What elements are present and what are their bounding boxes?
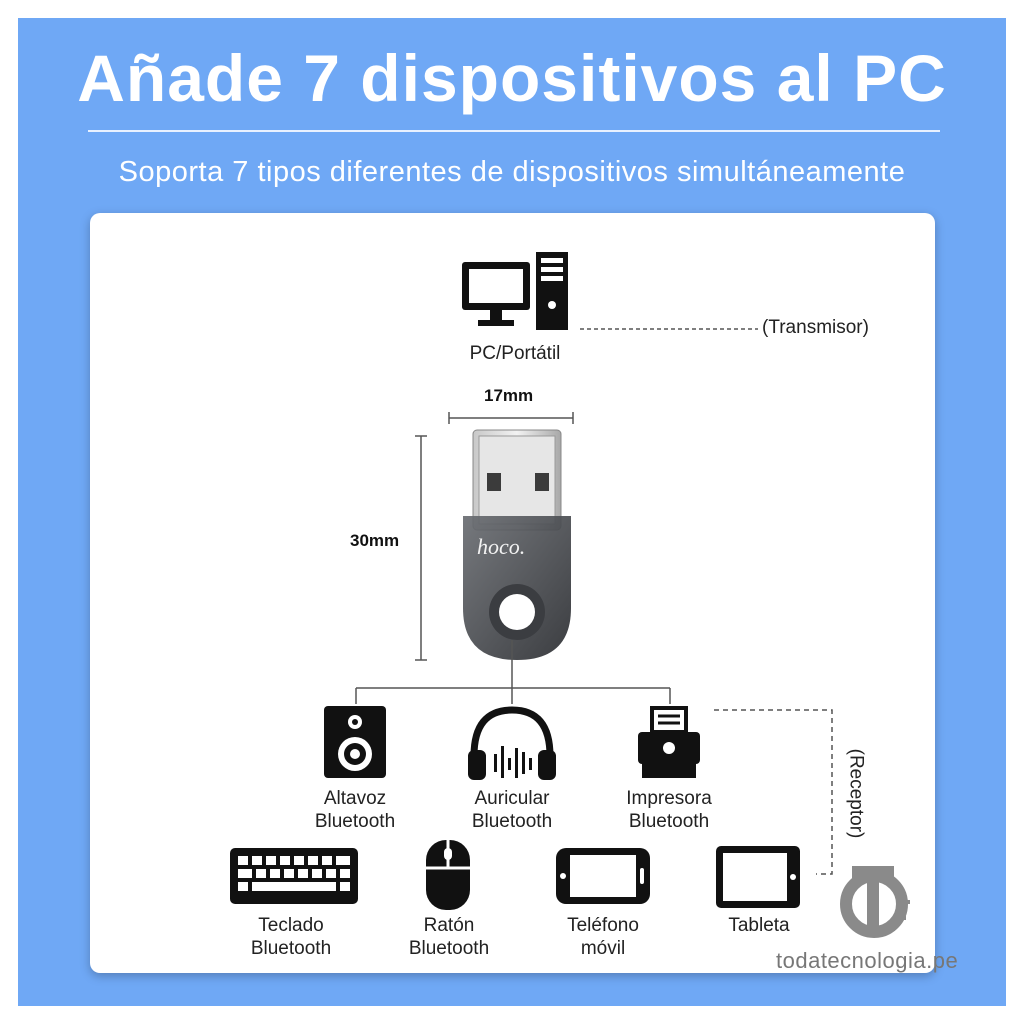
page-subtitle: Soporta 7 tipos diferentes de dispositiv… xyxy=(118,156,906,188)
pc-icon xyxy=(462,252,568,330)
receiver-label: (Receptor) xyxy=(845,748,867,839)
page-title: Añade 7 dispositivos al PC xyxy=(77,41,947,115)
usb-adapter-image: hoco. xyxy=(463,429,571,660)
pc-label: PC/Portátil xyxy=(469,343,561,364)
receiver-connector xyxy=(714,709,833,875)
device-tree-connector xyxy=(355,640,671,704)
height-dimension-line xyxy=(415,435,427,661)
headphones-icon xyxy=(468,706,556,780)
watermark-text: todatecnologia.pe xyxy=(776,948,959,973)
device-label-tablet: Tableta xyxy=(728,915,790,936)
width-dimension-label: 17mm xyxy=(484,386,534,405)
height-dimension-label: 30mm xyxy=(350,531,400,550)
keyboard-icon xyxy=(230,848,358,904)
adapter-brand-text: hoco. xyxy=(477,534,525,559)
phone-icon xyxy=(556,848,650,904)
mouse-icon xyxy=(426,840,470,910)
title-divider xyxy=(88,130,940,132)
transmitter-connector xyxy=(580,328,758,330)
speaker-icon xyxy=(324,706,386,778)
watermark-logo-icon xyxy=(840,866,910,938)
transmitter-label: (Transmisor) xyxy=(762,317,869,338)
width-dimension-line xyxy=(448,412,574,424)
printer-icon xyxy=(638,706,700,778)
tablet-icon xyxy=(716,846,800,908)
